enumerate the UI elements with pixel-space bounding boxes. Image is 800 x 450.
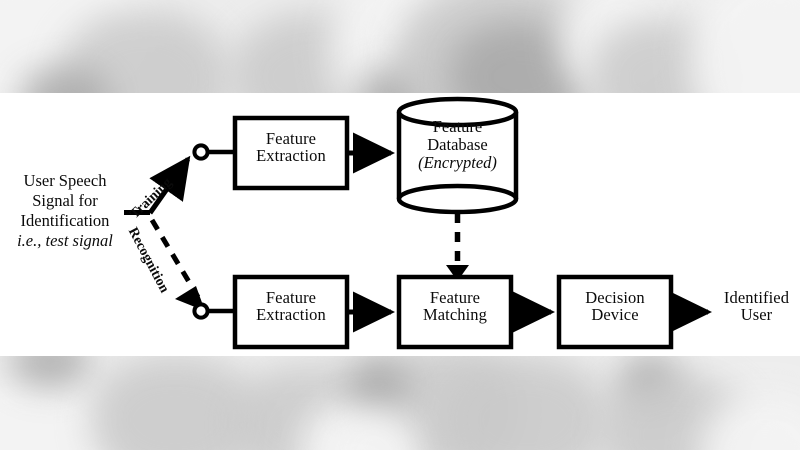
node-label-line-2: Extraction	[256, 305, 326, 325]
node-label-line-2: Device	[591, 305, 639, 325]
junction-circle-training	[192, 143, 210, 161]
node-label-line-1: Feature	[429, 288, 481, 307]
diagram-vector-layer	[124, 96, 713, 350]
node-label-line-2: Extraction	[256, 146, 326, 166]
background-blur-top	[0, 0, 800, 94]
input-label-line-2: Signal for	[32, 191, 98, 211]
node-label-feature-extraction-top: Feature Extraction	[235, 130, 347, 165]
node-feature-database	[396, 96, 519, 215]
node-label-line-1: Feature	[432, 117, 483, 136]
node-label-line-1: Feature	[265, 288, 317, 307]
node-label-line-2: Matching	[422, 305, 488, 325]
node-label-decision-device: Decision Device	[559, 289, 671, 324]
input-label-line-1: User Speech	[23, 171, 107, 190]
node-label-encrypted: (Encrypted)	[418, 153, 497, 173]
output-label-identified-user: Identified User	[713, 289, 800, 324]
node-label-feature-extraction-bottom: Feature Extraction	[235, 289, 347, 324]
connector-training-to-extraction-top	[147, 155, 191, 215]
node-label-feature-matching: Feature Matching	[399, 289, 511, 324]
output-label-line-2: User	[740, 305, 773, 325]
background-blur-bottom	[0, 355, 800, 450]
node-label-line-2: Database	[427, 135, 488, 155]
node-label-feature-database: Feature Database (Encrypted)	[399, 117, 516, 173]
input-label-emphasis: i.e., test signal	[17, 231, 113, 251]
node-label-line-1: Feature	[265, 129, 317, 148]
junction-circle-recognition	[192, 302, 210, 320]
input-label-line-3: Identification	[20, 211, 110, 231]
diagram-canvas: User Speech Signal for Identification i.…	[0, 93, 800, 356]
connector-database-to-matching	[446, 213, 469, 281]
input-label: User Speech Signal for Identification i.…	[0, 171, 130, 252]
output-label-line-1: Identified	[723, 288, 790, 307]
node-label-line-1: Decision	[585, 288, 645, 307]
